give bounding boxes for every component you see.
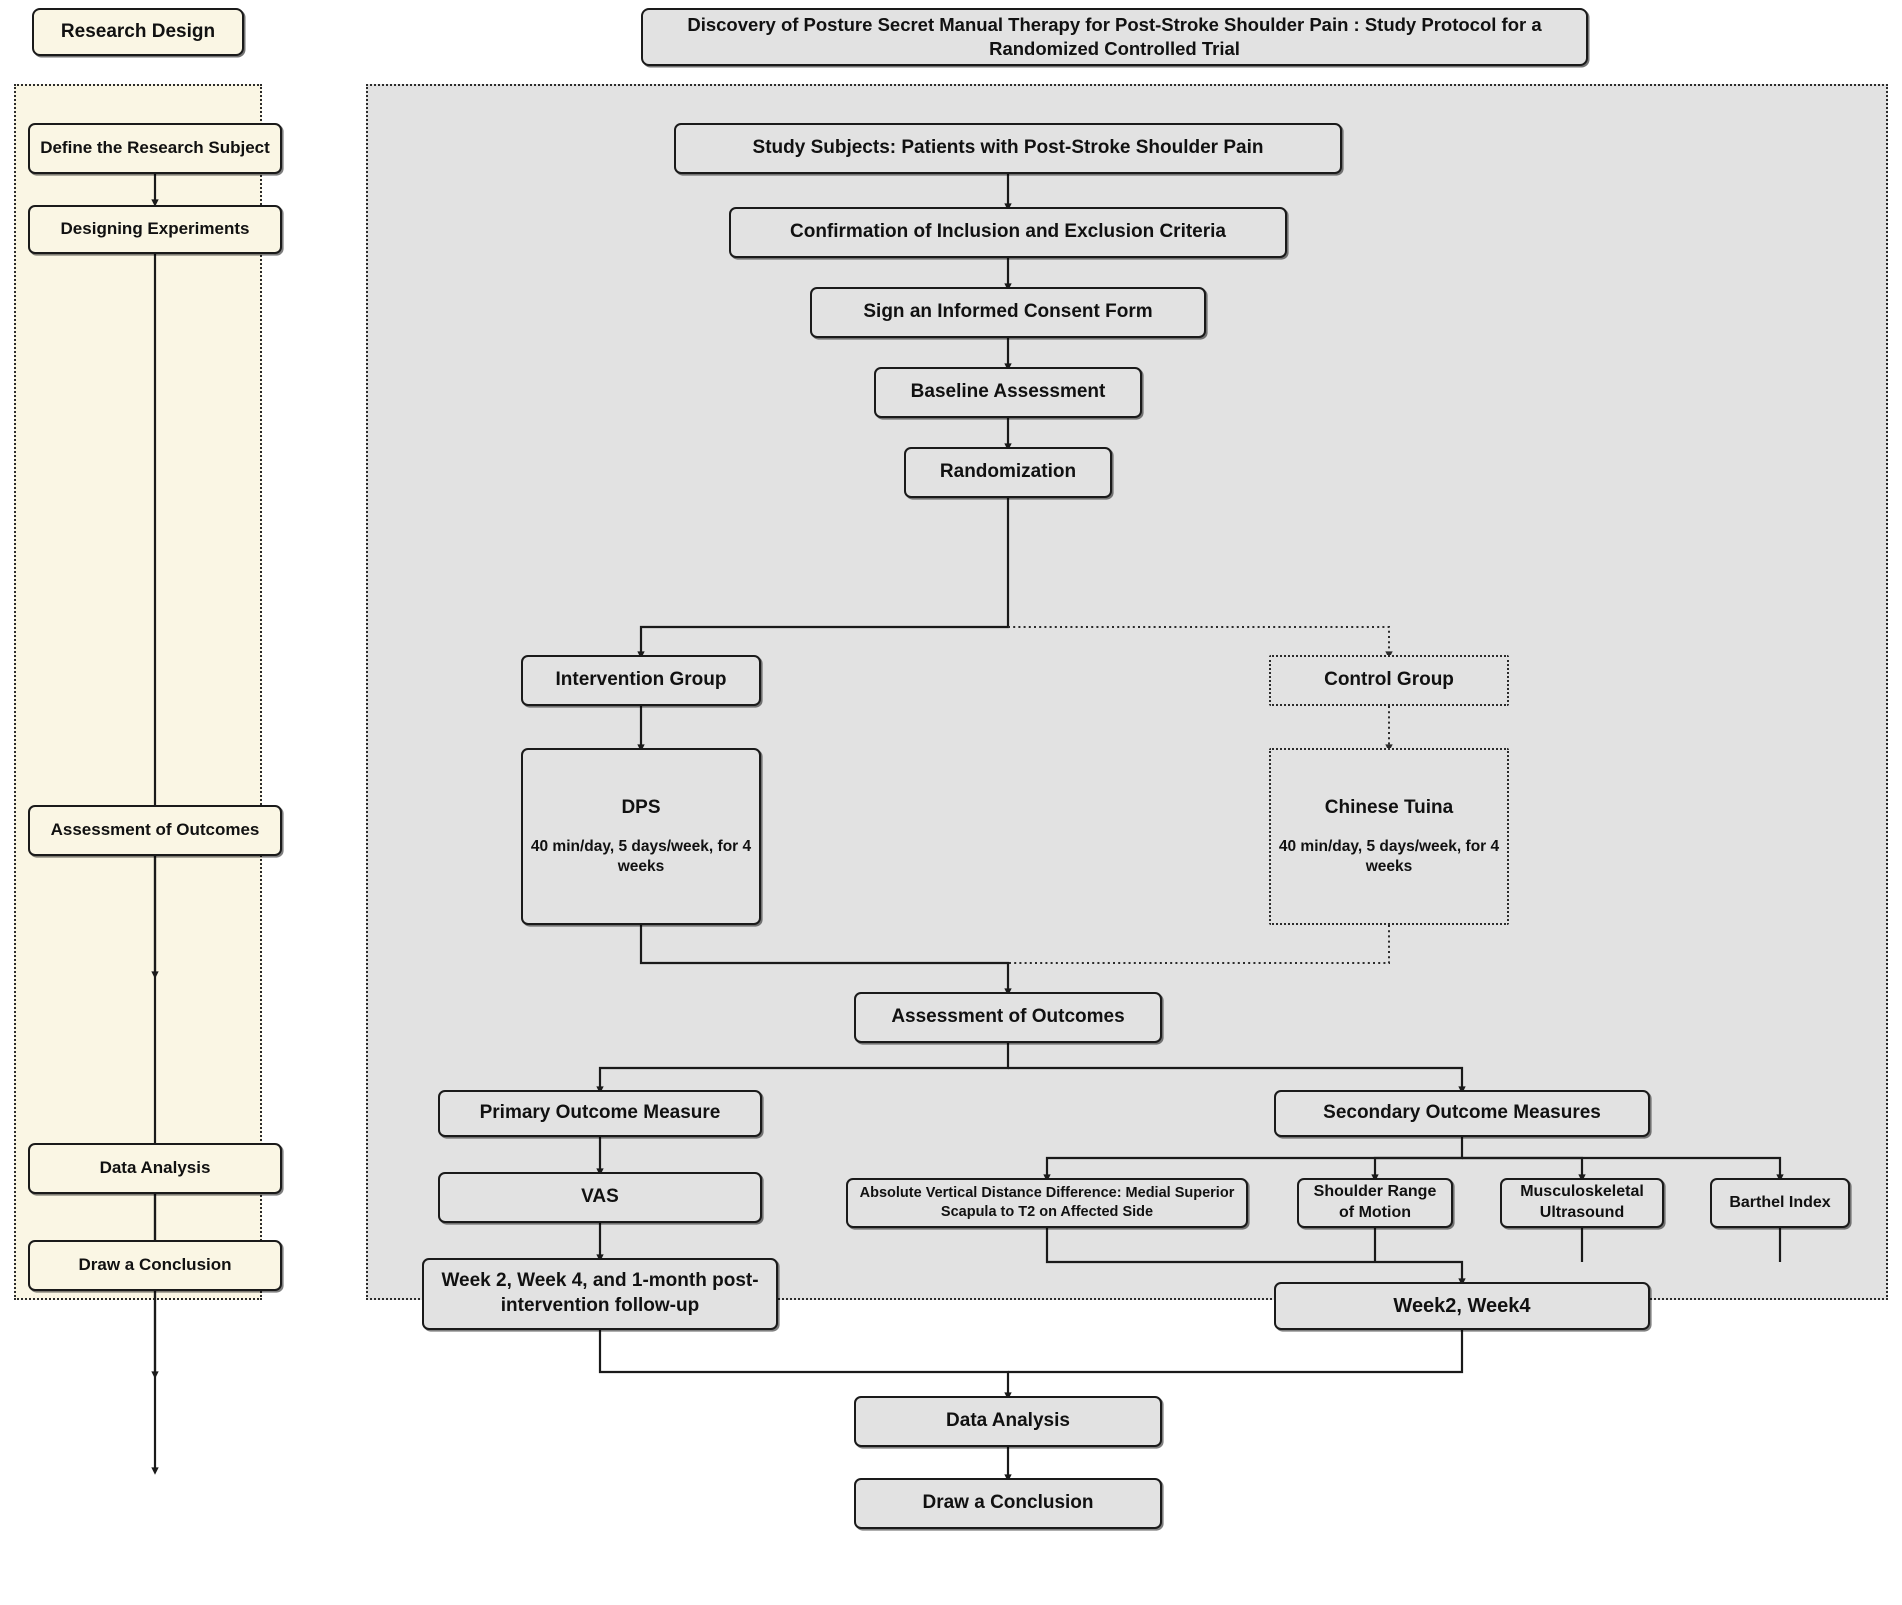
sidebar-step-data-analysis[interactable]: Data Analysis bbox=[28, 1143, 282, 1194]
node-intervention-group[interactable]: Intervention Group bbox=[521, 655, 761, 706]
node-label: Primary Outcome Measure bbox=[479, 1102, 721, 1124]
sidebar-step-label: Designing Experiments bbox=[60, 219, 250, 239]
node-label: Musculoskeletal Ultrasound bbox=[1520, 1183, 1644, 1221]
node-randomization[interactable]: Randomization bbox=[904, 447, 1112, 498]
node-assessment-of-outcomes[interactable]: Assessment of Outcomes bbox=[854, 992, 1162, 1043]
node-label: Barthel Index bbox=[1729, 1193, 1831, 1211]
node-label: Sign an Informed Consent Form bbox=[863, 301, 1153, 323]
sidebar-step-designing-experiments[interactable]: Designing Experiments bbox=[28, 205, 282, 254]
node-secondary-measure-shoulder-rom[interactable]: Shoulder Range of Motion bbox=[1297, 1178, 1453, 1228]
research-design-header: Research Design bbox=[32, 8, 244, 56]
node-label: Secondary Outcome Measures bbox=[1323, 1102, 1601, 1124]
node-label: Data Analysis bbox=[946, 1410, 1070, 1432]
node-title: Chinese Tuina bbox=[1324, 797, 1454, 819]
node-label: Week2, Week4 bbox=[1393, 1295, 1531, 1317]
node-label: Shoulder Range of Motion bbox=[1313, 1183, 1437, 1221]
node-label: Control Group bbox=[1324, 669, 1454, 691]
sidebar-step-define-research-subject[interactable]: Define the Research Subject bbox=[28, 123, 282, 174]
node-vas[interactable]: VAS bbox=[438, 1172, 762, 1223]
node-dps-intervention[interactable]: DPS 40 min/day, 5 days/week, for 4 weeks bbox=[521, 748, 761, 925]
node-secondary-timepoints[interactable]: Week2, Week4 bbox=[1274, 1282, 1650, 1330]
node-data-analysis[interactable]: Data Analysis bbox=[854, 1396, 1162, 1447]
node-inclusion-exclusion-criteria[interactable]: Confirmation of Inclusion and Exclusion … bbox=[729, 207, 1287, 258]
research-design-panel bbox=[14, 84, 262, 1300]
sidebar-step-assessment-of-outcomes[interactable]: Assessment of Outcomes bbox=[28, 805, 282, 856]
node-label: Randomization bbox=[939, 461, 1077, 483]
study-title-header: Discovery of Posture Secret Manual Thera… bbox=[641, 8, 1588, 66]
node-label: Baseline Assessment bbox=[910, 381, 1106, 403]
node-label: Intervention Group bbox=[555, 669, 727, 691]
sidebar-step-label: Define the Research Subject bbox=[40, 138, 270, 158]
node-control-group[interactable]: Control Group bbox=[1269, 655, 1509, 706]
node-label: Absolute Vertical Distance Difference: M… bbox=[859, 1185, 1235, 1220]
node-label: Draw a Conclusion bbox=[922, 1492, 1094, 1514]
sidebar-step-label: Draw a Conclusion bbox=[78, 1255, 232, 1275]
node-study-subjects[interactable]: Study Subjects: Patients with Post-Strok… bbox=[674, 123, 1342, 174]
node-secondary-outcome-measures[interactable]: Secondary Outcome Measures bbox=[1274, 1090, 1650, 1137]
node-primary-outcome-measure[interactable]: Primary Outcome Measure bbox=[438, 1090, 762, 1137]
node-title: DPS bbox=[621, 797, 661, 819]
node-label: Study Subjects: Patients with Post-Strok… bbox=[752, 137, 1264, 159]
node-secondary-measure-scapula-distance[interactable]: Absolute Vertical Distance Difference: M… bbox=[846, 1178, 1248, 1228]
node-label: Week 2, Week 4, and 1-month post-interve… bbox=[441, 1270, 759, 1316]
node-secondary-measure-musculoskeletal-ultrasound[interactable]: Musculoskeletal Ultrasound bbox=[1500, 1178, 1664, 1228]
node-secondary-measure-barthel-index[interactable]: Barthel Index bbox=[1710, 1178, 1850, 1228]
sidebar-step-label: Data Analysis bbox=[99, 1158, 211, 1178]
node-label: Confirmation of Inclusion and Exclusion … bbox=[790, 221, 1226, 243]
node-chinese-tuina[interactable]: Chinese Tuina 40 min/day, 5 days/week, f… bbox=[1269, 748, 1509, 925]
sidebar-step-draw-a-conclusion[interactable]: Draw a Conclusion bbox=[28, 1240, 282, 1291]
node-baseline-assessment[interactable]: Baseline Assessment bbox=[874, 367, 1142, 418]
node-label: Assessment of Outcomes bbox=[891, 1006, 1125, 1028]
node-label: VAS bbox=[581, 1186, 619, 1208]
node-draw-a-conclusion[interactable]: Draw a Conclusion bbox=[854, 1478, 1162, 1529]
node-primary-timepoints[interactable]: Week 2, Week 4, and 1-month post-interve… bbox=[422, 1258, 778, 1330]
node-informed-consent[interactable]: Sign an Informed Consent Form bbox=[810, 287, 1206, 338]
sidebar-step-label: Assessment of Outcomes bbox=[50, 820, 260, 840]
node-detail: 40 min/day, 5 days/week, for 4 weeks bbox=[1278, 837, 1500, 875]
node-detail: 40 min/day, 5 days/week, for 4 weeks bbox=[530, 837, 752, 875]
